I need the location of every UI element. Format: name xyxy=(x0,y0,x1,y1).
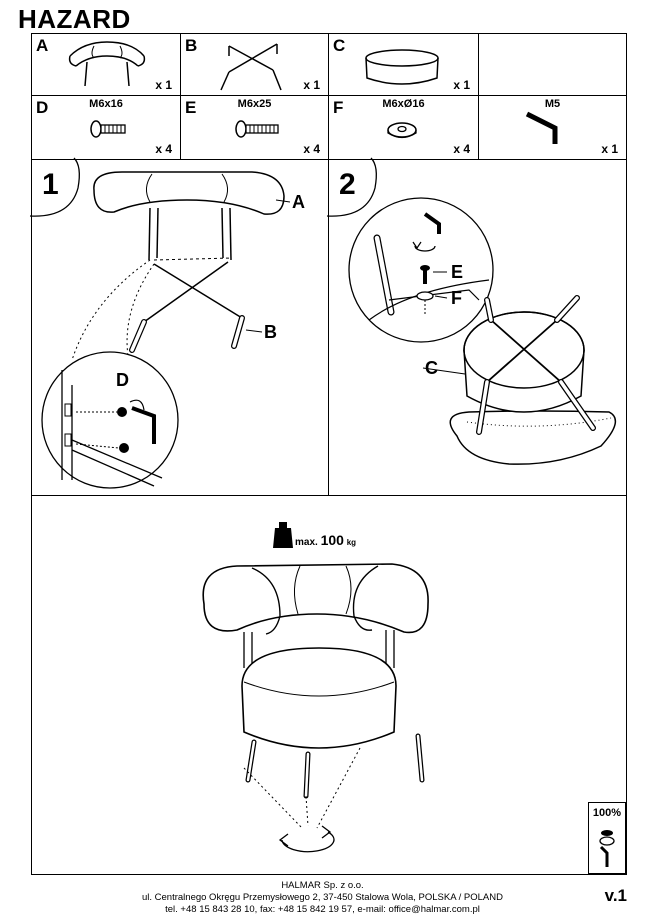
step-1-panel: 1 A B D xyxy=(29,157,329,496)
part-spec: M6x25 xyxy=(237,98,272,110)
part-spec: M6x16 xyxy=(89,98,123,110)
part-letter: D xyxy=(36,98,49,117)
footer-contact: tel. +48 15 843 28 10, fax: +48 15 842 1… xyxy=(165,904,480,915)
part-spec: M6xØ16 xyxy=(382,98,425,110)
version-label: v.1 xyxy=(604,886,627,905)
part-letter: F xyxy=(333,98,344,117)
part-letter: A xyxy=(36,36,49,55)
step-number-circle xyxy=(29,157,80,217)
footer-address: ul. Centralnego Okręgu Przemysłowego 2, … xyxy=(141,892,503,903)
part-quantity: x 4 xyxy=(155,142,172,156)
assembled-chair-drawing xyxy=(202,563,429,853)
part-quantity: x 4 xyxy=(303,142,320,156)
part-cell-d: D M6x16 x 4 xyxy=(31,95,181,160)
step-number-circle xyxy=(326,157,377,217)
callout-c: C xyxy=(425,358,438,378)
part-quantity: x 4 xyxy=(453,142,470,156)
weight-icon xyxy=(273,522,293,548)
washer-icon xyxy=(387,122,417,139)
backrest-icon xyxy=(68,41,146,87)
tighten-percent: 100% xyxy=(592,807,622,819)
callout-f: F xyxy=(451,288,462,308)
part-quantity: x 1 xyxy=(601,142,618,156)
short-bolt-icon xyxy=(90,120,126,138)
part-letter: C xyxy=(333,36,346,55)
callout-b: B xyxy=(264,322,277,342)
step-number: 1 xyxy=(42,168,59,201)
part-cell-c: C x 1 xyxy=(328,33,479,96)
final-view-panel: max. 100 kg xyxy=(31,495,627,875)
seat-assembly-drawing xyxy=(348,197,617,465)
part-cell-a: A x 1 xyxy=(31,33,181,96)
max-load-value: 100 xyxy=(320,532,344,548)
part-quantity: x 1 xyxy=(453,78,470,92)
part-cell-empty xyxy=(478,33,627,96)
part-cell-hex-key: M5 x 1 xyxy=(478,95,627,160)
part-spec: M5 xyxy=(544,98,561,110)
callout-e: E xyxy=(451,262,464,282)
callout-a: A xyxy=(292,192,305,212)
step-number: 2 xyxy=(339,168,356,201)
part-cell-e: E M6x25 x 4 xyxy=(180,95,329,160)
part-cell-b: B x 1 xyxy=(180,33,329,96)
callout-d: D xyxy=(116,370,129,390)
seat-cushion-icon xyxy=(365,49,439,85)
footer-company: HALMAR Sp. z o.o. xyxy=(281,880,364,891)
product-title: HAZARD xyxy=(18,4,131,34)
max-load-label: max. 100 kg xyxy=(295,532,356,548)
tighten-badge: 100% xyxy=(588,802,626,874)
leg-frame-icon xyxy=(220,43,282,91)
max-load-prefix: max. xyxy=(295,537,318,548)
backrest-assembly-drawing xyxy=(41,171,291,489)
hex-key-tighten-icon xyxy=(599,830,615,867)
part-quantity: x 1 xyxy=(155,78,172,92)
part-cell-f: F M6xØ16 x 4 xyxy=(328,95,479,160)
hex-key-icon xyxy=(525,111,558,144)
part-letter: B xyxy=(185,36,198,55)
max-load-unit: kg xyxy=(346,538,357,547)
long-bolt-icon xyxy=(235,120,279,138)
part-quantity: x 1 xyxy=(303,78,320,92)
part-letter: E xyxy=(185,98,197,117)
step-2-panel: 2 E F C xyxy=(326,157,627,496)
